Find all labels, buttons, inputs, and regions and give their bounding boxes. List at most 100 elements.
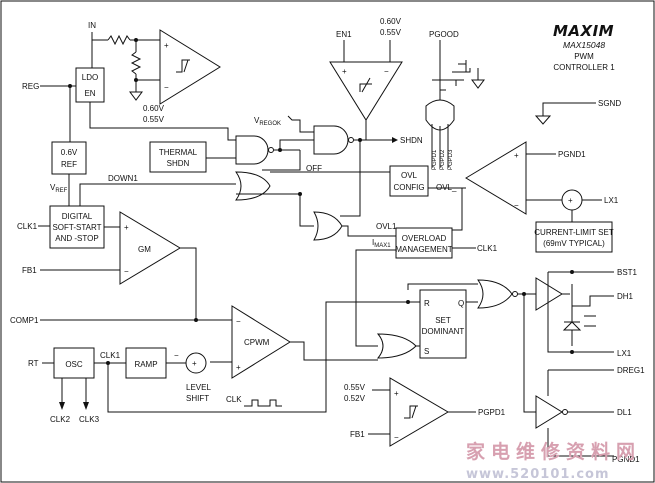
level-shift-source-icon xyxy=(185,352,207,374)
plus-sign: + xyxy=(192,359,197,368)
high-side-buffer xyxy=(535,277,563,311)
plus-sign: + xyxy=(342,67,347,76)
level-label: LEVEL xyxy=(186,383,211,392)
oscillator-group: RT OSC CLK1 CLK2 CLK3 RAMP − + LEVEL SHI… xyxy=(28,301,420,424)
overload-management-block xyxy=(395,227,453,259)
threshold-in-low: 0.55V xyxy=(143,115,165,124)
ldo-label: LDO xyxy=(82,73,98,82)
pin-comp1: COMP1 xyxy=(10,316,39,325)
ref-voltage: 0.6V xyxy=(61,148,78,157)
latch-q: Q xyxy=(458,299,464,308)
watermark-text: 家电维修资料网 xyxy=(466,440,641,463)
ground-icon xyxy=(129,91,143,101)
maxim-logo: MAXIM xyxy=(553,22,614,40)
pin-lx1-sense: LX1 xyxy=(604,196,619,205)
ovl-label: OVL xyxy=(401,171,418,180)
pgpd3-label: PGPD3 xyxy=(448,149,454,170)
pin-bst1: BST1 xyxy=(617,268,638,277)
nand-gate xyxy=(235,135,269,165)
ovl-config-label: CONFIG xyxy=(393,183,424,192)
en1-comparator xyxy=(329,61,403,121)
ovl-config-block xyxy=(389,165,429,197)
threshold-in-high: 0.60V xyxy=(143,104,165,113)
ref-label: REF xyxy=(61,160,77,169)
cpwm-label: CPWM xyxy=(244,338,270,347)
softstart-line1: DIGITAL xyxy=(62,212,93,221)
subtitle-controller: CONTROLLER 1 xyxy=(553,63,615,72)
ovl1-label: OVL1 xyxy=(376,222,397,231)
latch-r: R xyxy=(424,299,430,308)
ldo-en-label: EN xyxy=(84,89,95,98)
cpwm-group: − + CPWM xyxy=(210,305,378,379)
current-limit-comparator xyxy=(465,141,527,215)
dominant-label: DOMINANT xyxy=(422,327,465,336)
pgpd-group: 0.55V 0.52V + − PGPD1 FB1 xyxy=(344,377,506,447)
minus-sign: − xyxy=(124,267,129,276)
minus-sign: − xyxy=(384,67,389,76)
pgpd-comparator xyxy=(389,377,449,447)
softstart-line3: AND -STOP xyxy=(55,234,98,243)
off-label: OFF xyxy=(306,164,322,173)
pin-fb1-left: FB1 xyxy=(22,266,37,275)
hysteresis-icon xyxy=(176,59,190,73)
or-gate xyxy=(235,171,271,201)
pin-pgnd1-top: PGND1 xyxy=(558,150,586,159)
minus-sign: − xyxy=(514,201,519,210)
osc-label: OSC xyxy=(65,360,83,369)
in-enable-comparator xyxy=(159,29,221,105)
cpwm-comparator xyxy=(231,305,291,379)
set-label: SET xyxy=(435,316,451,325)
reference-block xyxy=(51,141,87,175)
threshold-en-low: 0.55V xyxy=(380,28,402,37)
pin-en1: EN1 xyxy=(336,30,352,39)
part-number: MAX15048 xyxy=(563,40,605,50)
arrow-down-icon xyxy=(59,402,89,410)
ldo-group: LDO EN REG xyxy=(22,67,236,142)
pin-clk1-left: CLK1 xyxy=(17,222,38,231)
pin-clk2: CLK2 xyxy=(50,415,71,424)
minus-sign: − xyxy=(174,351,179,360)
nand-gate-top: VREGOK SHDN xyxy=(254,115,423,217)
ovl-config-group: OVL CONFIG OVL_ xyxy=(389,165,466,197)
nand-gate-middle xyxy=(235,135,314,165)
pgpd1-label: PGPD1 xyxy=(432,149,438,170)
pin-fb1-bottom: FB1 xyxy=(350,430,365,439)
input-divider-group: IN + − 0.60V 0.55V xyxy=(88,21,221,124)
pin-lx1-out: LX1 xyxy=(617,349,632,358)
resistor-icon xyxy=(107,34,131,46)
plus-sign: + xyxy=(394,389,399,398)
resistor-icon xyxy=(130,51,142,75)
thermal-group: THERMAL SHDN xyxy=(149,141,236,173)
ramp-block xyxy=(125,347,167,379)
thermal-shdn-label: SHDN xyxy=(167,159,190,168)
watermark-url: www.520101.com xyxy=(466,467,610,482)
down1-label: DOWN1 xyxy=(108,174,138,183)
hysteresis-icon xyxy=(404,405,418,419)
current-limit-label: CURRENT-LIMIT SET xyxy=(534,228,614,237)
subtitle-pwm: PWM xyxy=(574,52,594,61)
gm-label: GM xyxy=(138,245,151,254)
pin-clk3: CLK3 xyxy=(79,415,100,424)
softstart-line2: SOFT-START xyxy=(52,223,101,232)
pgood-or-gate xyxy=(425,99,455,131)
vregok-label: VREGOK xyxy=(254,116,281,127)
diode-icon xyxy=(562,321,582,331)
pin-sgnd: SGND xyxy=(598,99,621,108)
softstart-group: DIGITAL SOFT-START AND -STOP CLK1 DOWN1 xyxy=(17,174,236,249)
clk1-osc-label: CLK1 xyxy=(100,351,121,360)
latch-s: S xyxy=(424,347,429,356)
thermal-shdn-block xyxy=(149,141,207,173)
pin-rt: RT xyxy=(28,359,39,368)
vref-label: VREF xyxy=(50,183,68,194)
shift-label: SHIFT xyxy=(186,394,209,403)
pin-dreg1: DREG1 xyxy=(617,366,645,375)
or-gate-ovl: OVL1 xyxy=(313,211,397,241)
pin-pgood: PGOOD xyxy=(429,30,459,39)
plus-sign: + xyxy=(236,363,241,372)
clk-wave-label: CLK xyxy=(226,395,242,404)
overload-group: OVERLOAD MANAGEMENT CLK1 IMAX1 xyxy=(355,227,498,347)
threshold-fb-low: 0.52V xyxy=(344,394,366,403)
low-side-buffer xyxy=(535,395,563,429)
